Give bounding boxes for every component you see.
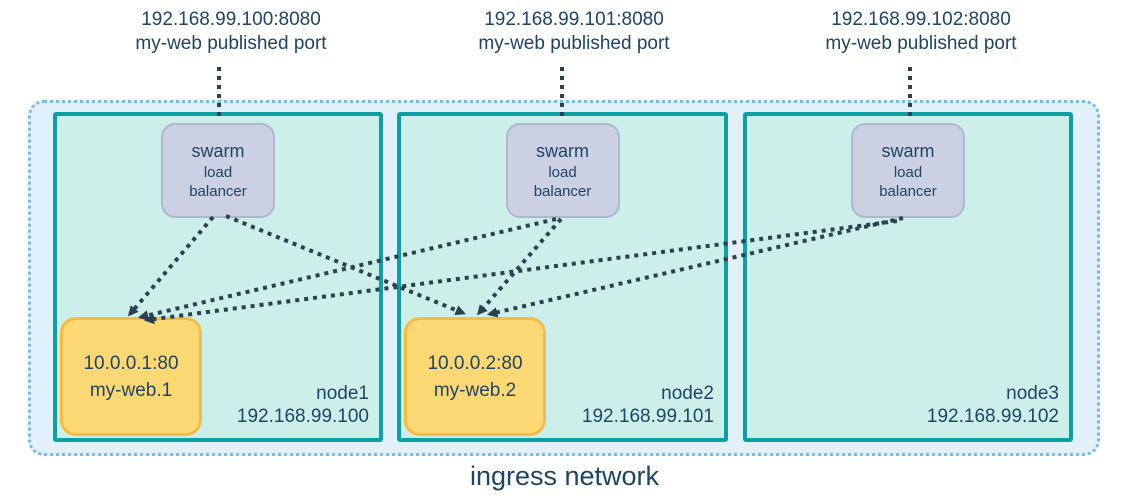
published-port-address: 192.168.99.102:8080 [831,9,1011,30]
task-address: 10.0.0.1:80 [83,352,179,374]
swarm-load-balancer-1: swarm load balancer [161,123,275,218]
published-port-address: 192.168.99.101:8080 [484,9,664,30]
ingress-network-title: ingress network [469,461,660,491]
task-address: 10.0.0.2:80 [427,352,523,374]
swarm-load-balancer-3: swarm load balancer [851,123,965,218]
load-balancer-label: balancer [879,183,937,200]
node-box-1: swarm load balancer 10.0.0.1:80 my-web.1… [53,112,383,442]
node-name: node2 [661,383,714,404]
published-port-label-1: 192.168.99.100:8080 my-web published por… [81,8,381,56]
published-port-caption: my-web published port [478,33,670,54]
node-ip: 192.168.99.102 [926,406,1059,427]
node-label-1: node1 192.168.99.100 [237,382,369,428]
task-box-my-web-1: 10.0.0.1:80 my-web.1 [60,317,202,436]
swarm-load-balancer-2: swarm load balancer [505,123,620,218]
published-port-label-2: 192.168.99.101:8080 my-web published por… [424,8,724,56]
published-port-address: 192.168.99.100:8080 [141,9,321,30]
task-name: my-web.1 [89,379,173,401]
node-label-2: node2 192.168.99.101 [582,382,714,428]
node-ip: 192.168.99.100 [236,406,369,427]
load-balancer-label: load [203,164,233,181]
published-port-caption: my-web published port [135,33,327,54]
published-port-label-3: 192.168.99.102:8080 my-web published por… [771,8,1071,56]
load-balancer-label: load [548,164,577,181]
node-box-3: swarm load balancer node3 192.168.99.102 [743,112,1073,442]
load-balancer-label: balancer [189,183,247,200]
node-name: node3 [1006,383,1059,404]
node-ip: 192.168.99.101 [581,406,714,427]
published-port-caption: my-web published port [825,33,1017,54]
node-name: node1 [316,383,369,404]
load-balancer-label: swarm [881,141,935,161]
load-balancer-label: swarm [191,141,245,161]
load-balancer-label: swarm [536,141,589,161]
load-balancer-label: balancer [533,183,592,200]
node-label-3: node3 192.168.99.102 [927,382,1059,428]
task-name: my-web.2 [433,379,517,401]
task-box-my-web-2: 10.0.0.2:80 my-web.2 [404,317,546,436]
load-balancer-label: load [893,164,923,181]
node-box-2: swarm load balancer 10.0.0.2:80 my-web.2… [397,112,728,442]
